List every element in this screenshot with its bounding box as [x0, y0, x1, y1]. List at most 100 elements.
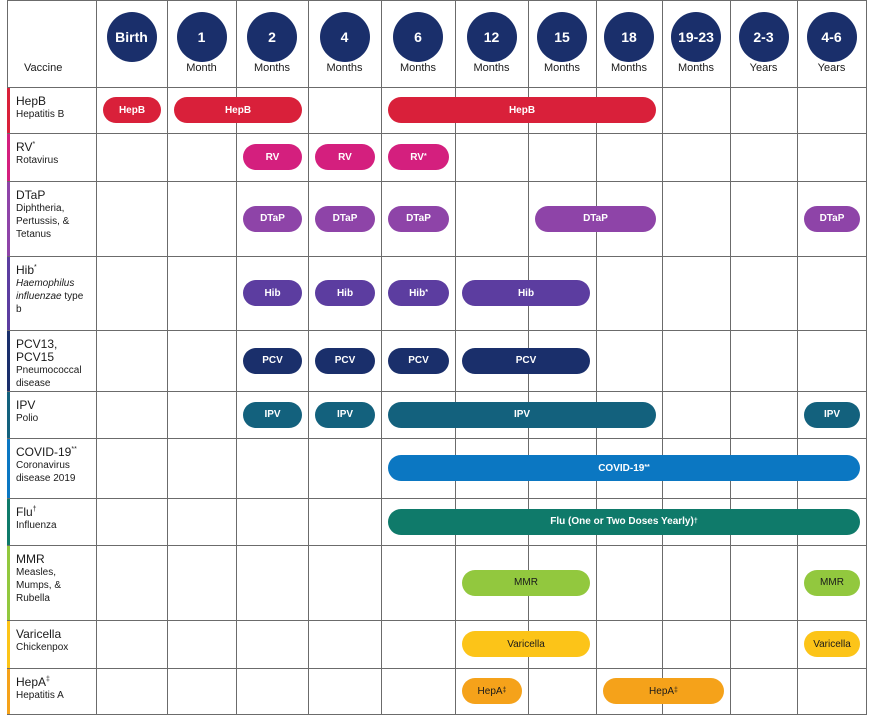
- vaccine-name: HepA‡: [16, 675, 50, 689]
- grid-col-line: [662, 0, 663, 714]
- age-unit-label: Months: [610, 62, 648, 74]
- row-color-bar: [7, 331, 10, 391]
- age-circle-3: 4: [319, 12, 370, 62]
- dose-pill-hepb: HepB: [174, 97, 302, 123]
- vaccine-label-rv: RV*Rotavirus: [16, 141, 92, 167]
- grid-col-line: [96, 0, 97, 714]
- dose-pill-dtap: DTaP: [804, 205, 860, 232]
- vaccine-description: Hepatitis A: [16, 690, 64, 701]
- age-circle-7: 18: [604, 12, 654, 62]
- vaccine-description: Haemophilus: [16, 278, 75, 289]
- grid-col-line: [866, 0, 867, 714]
- vaccine-description: b: [16, 304, 22, 315]
- dose-pill-pcv: PCV: [243, 347, 302, 374]
- vaccine-name: Flu†: [16, 505, 37, 519]
- age-circle-8: 19-23: [671, 12, 721, 62]
- age-unit-label: Months: [253, 62, 291, 74]
- vaccine-description: Coronavirus: [16, 460, 70, 471]
- grid-row-line: [7, 133, 867, 134]
- vaccine-label-hepa: HepA‡Hepatitis A: [16, 676, 92, 702]
- dose-pill-rv: RV*: [388, 144, 449, 170]
- dose-pill-varicella: Varicella: [804, 631, 860, 657]
- age-circle-2: 2: [247, 12, 297, 62]
- grid-row-line: [7, 714, 867, 715]
- grid-row-line: [7, 181, 867, 182]
- vaccine-description: Tetanus: [16, 229, 52, 240]
- dose-pill-pcv: PCV: [462, 347, 590, 374]
- grid-col-line: [730, 0, 731, 714]
- grid-row-line: [7, 0, 867, 1]
- row-color-bar: [7, 621, 10, 668]
- vaccine-name: RV*: [16, 140, 36, 154]
- row-color-bar: [7, 88, 10, 133]
- grid-col-line: [596, 0, 597, 714]
- grid-col-line: [797, 0, 798, 714]
- age-unit-label: Years: [749, 62, 778, 74]
- dose-pill-dtap: DTaP: [243, 205, 302, 232]
- dose-pill-dtap: DTaP: [388, 205, 449, 232]
- vaccine-description: disease: [16, 378, 51, 389]
- dose-pill-ipv: IPV: [315, 401, 375, 428]
- row-color-bar: [7, 669, 10, 714]
- grid-row-line: [7, 620, 867, 621]
- dose-pill-hepa: HepA‡: [462, 678, 522, 704]
- vaccine-description: Polio: [16, 413, 39, 424]
- vaccine-label-flu: Flu†Influenza: [16, 506, 92, 532]
- dose-pill-hib: Hib: [243, 280, 302, 306]
- age-unit-label: Month: [186, 62, 217, 74]
- vaccine-name: DTaP: [16, 188, 46, 202]
- grid-row-line: [7, 545, 867, 546]
- dose-pill-mmr: MMR: [804, 569, 860, 596]
- grid-row-line: [7, 330, 867, 331]
- vaccine-description: Chickenpox: [16, 642, 69, 653]
- age-unit-label: Months: [326, 62, 363, 74]
- vaccine-name: Varicella: [16, 627, 62, 641]
- grid-col-line: [167, 0, 168, 714]
- age-circle-10: 4-6: [806, 12, 857, 62]
- age-circle-9: 2-3: [738, 12, 789, 62]
- grid-col-line: [236, 0, 237, 714]
- dose-pill-pcv: PCV: [315, 347, 375, 374]
- vaccine-name: PCV13, PCV15: [16, 337, 58, 364]
- vaccine-description: influenzae type: [16, 291, 84, 302]
- age-circle-6: 15: [537, 12, 587, 62]
- row-color-bar: [7, 182, 10, 256]
- vaccine-description: Influenza: [16, 520, 57, 531]
- vaccine-description: Measles,: [16, 567, 57, 578]
- dose-pill-ipv: IPV: [388, 401, 656, 428]
- dose-pill-rv: RV: [315, 144, 375, 170]
- grid-row-line: [7, 87, 867, 88]
- grid-col-line: [381, 0, 382, 714]
- vaccine-description: Hepatitis B: [16, 109, 65, 120]
- dose-pill-ipv: IPV: [804, 401, 860, 428]
- dose-pill-dtap: DTaP: [315, 205, 375, 232]
- dose-pill-pcv: PCV: [388, 347, 449, 374]
- age-unit-label: Years: [817, 62, 846, 74]
- age-circle-0: Birth: [106, 12, 157, 62]
- vaccine-description: Mumps, &: [16, 580, 62, 591]
- row-color-bar: [7, 439, 10, 498]
- grid-col-line: [308, 0, 309, 714]
- row-color-bar: [7, 499, 10, 545]
- vaccine-name: HepB: [16, 94, 47, 108]
- vaccine-column-header: Vaccine: [24, 62, 63, 74]
- dose-pill-hepb: HepB: [388, 97, 656, 123]
- age-unit-label: Months: [473, 62, 510, 74]
- grid-row-line: [7, 438, 867, 439]
- dose-pill-varicella: Varicella: [462, 631, 590, 657]
- vaccine-description: Rubella: [16, 593, 50, 604]
- vaccine-name: MMR: [16, 552, 45, 566]
- row-color-bar: [7, 257, 10, 330]
- grid-row-line: [7, 498, 867, 499]
- vaccine-description: Pneumococcal: [16, 365, 82, 376]
- age-circle-4: 6: [393, 12, 443, 62]
- dose-pill-hepb: HepB: [103, 97, 161, 123]
- dose-pill-hib: Hib*: [388, 280, 449, 306]
- row-color-bar: [7, 392, 10, 438]
- vaccine-description: Rotavirus: [16, 155, 59, 166]
